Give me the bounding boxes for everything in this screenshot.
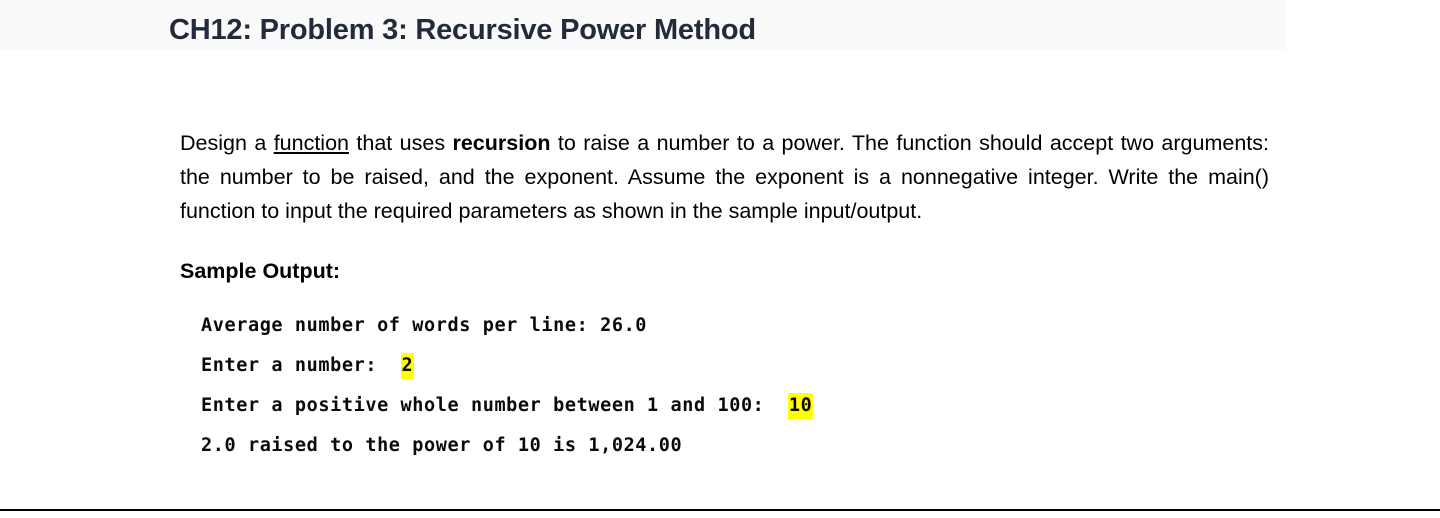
- output-line: Average number of words per line: 26.0: [201, 306, 1281, 346]
- description-bold-term: recursion: [452, 130, 551, 155]
- problem-description: Design a function that uses recursion to…: [180, 126, 1269, 228]
- output-line-prefix: Enter a number:: [201, 355, 401, 376]
- output-line: Enter a number: 2: [201, 346, 1281, 386]
- bottom-divider: [0, 509, 1440, 511]
- output-line: Enter a positive whole number between 1 …: [201, 386, 1281, 426]
- output-line-prefix: 2.0 raised to the power of 10 is 1,024.0…: [201, 435, 683, 456]
- output-line-prefix: Enter a positive whole number between 1 …: [201, 395, 788, 416]
- page-title: CH12: Problem 3: Recursive Power Method: [169, 14, 756, 46]
- description-segment-1: Design a: [180, 130, 274, 155]
- output-highlight-value: 2: [400, 353, 415, 379]
- title-background-band: [0, 0, 1286, 50]
- output-line-prefix: Average number of words per line: 26.0: [201, 315, 648, 336]
- description-underlined-term: function: [273, 130, 349, 155]
- output-line: 2.0 raised to the power of 10 is 1,024.0…: [201, 426, 1281, 466]
- description-segment-2: that uses: [349, 130, 453, 155]
- sample-output-block: Average number of words per line: 26.0 E…: [201, 306, 1281, 466]
- output-highlight-value: 10: [787, 393, 814, 419]
- sample-output-heading: Sample Output:: [180, 259, 341, 283]
- description-segment-3: to raise a number to a power. The functi…: [180, 130, 1269, 223]
